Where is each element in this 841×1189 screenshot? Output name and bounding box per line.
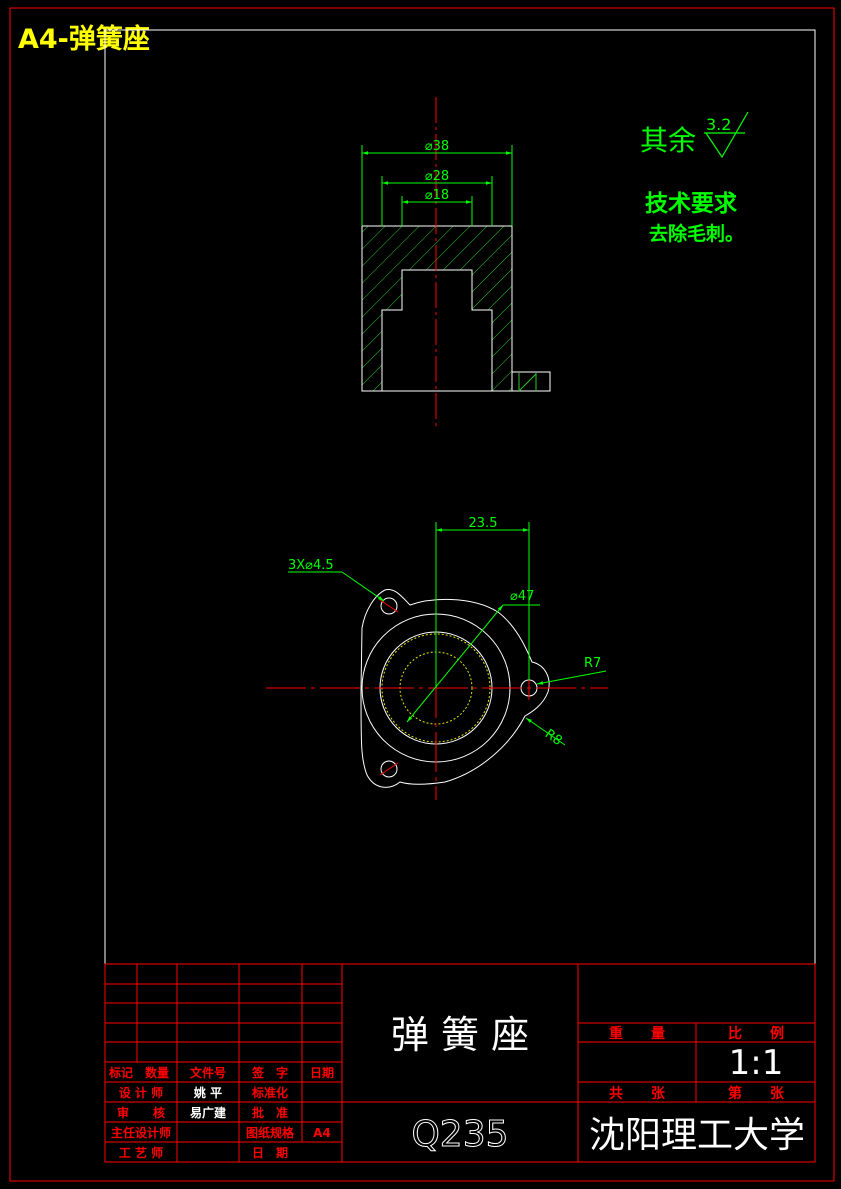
section-view: ⌀38 ⌀28 ⌀18 (361, 97, 551, 430)
day-label: 日 期 (252, 1145, 288, 1160)
weight-label: 重 量 (609, 1025, 665, 1042)
tech-requirements-heading: 技术要求 (645, 191, 737, 217)
total-label: 共 张 (609, 1085, 666, 1102)
flange-outline (360, 589, 550, 788)
sheet-no-label: 第 张 (728, 1085, 785, 1102)
format-value: A4 (313, 1126, 331, 1140)
scale-value: 1:1 (729, 1043, 784, 1083)
hatch-top (402, 226, 472, 270)
reviewer-label: 审 核 (117, 1105, 165, 1120)
format-label: 图纸规格 (246, 1125, 295, 1140)
approve-label: 批 准 (252, 1105, 288, 1120)
dim-d18: ⌀18 (425, 188, 449, 203)
dim-d28: ⌀28 (425, 169, 449, 184)
dim-d47: ⌀47 (510, 589, 534, 604)
outer-border (9, 7, 835, 1182)
qty-label: 数量 (145, 1065, 169, 1080)
mark-label: 标记 (108, 1065, 133, 1080)
school-name: 沈阳理工大学 (589, 1115, 805, 1156)
sign-label: 签 字 (251, 1065, 288, 1080)
chief-designer-label: 主任设计师 (111, 1125, 171, 1140)
designer-label: 设 计 师 (119, 1085, 163, 1100)
title-block-text: 弹 簧 座 Q235 沈阳理工大学 1:1 重 量 比 例 共 张 第 张 标记… (108, 1013, 805, 1160)
bolt-hole-top (380, 597, 398, 615)
dim-r8: R8 (542, 727, 565, 749)
dim-r7: R7 (584, 656, 601, 671)
surface-finish-prefix: 其余 (640, 124, 696, 157)
part-name: 弹 簧 座 (391, 1013, 529, 1057)
date-label: 日期 (310, 1065, 334, 1080)
process-label: 工 艺 师 (119, 1145, 163, 1160)
surface-finish: 其余 3.2 (640, 111, 749, 159)
roughness-symbol-icon (704, 111, 749, 159)
ratio-label: 比 例 (728, 1025, 784, 1042)
plan-view: 23.5 ⌀47 3X⌀4.5 R7 R8 (266, 516, 608, 800)
dim-23-5: 23.5 (469, 516, 498, 531)
dim-holes: 3X⌀4.5 (288, 558, 334, 573)
standard-label: 标准化 (251, 1085, 288, 1100)
title-block (104, 963, 816, 1163)
docno-label: 文件号 (190, 1065, 226, 1080)
bolt-hole-bottom (380, 760, 398, 778)
tech-requirements-line: 去除毛刺。 (649, 222, 744, 245)
roughness-value: 3.2 (706, 115, 731, 134)
dim-d38: ⌀38 (425, 139, 449, 154)
material: Q235 (411, 1114, 508, 1155)
designer-name: 姚 平 (193, 1085, 222, 1100)
sheet-title: A4-弹簧座 (18, 24, 150, 55)
section-bore (381, 269, 493, 391)
reviewer-name: 易广建 (190, 1105, 227, 1120)
